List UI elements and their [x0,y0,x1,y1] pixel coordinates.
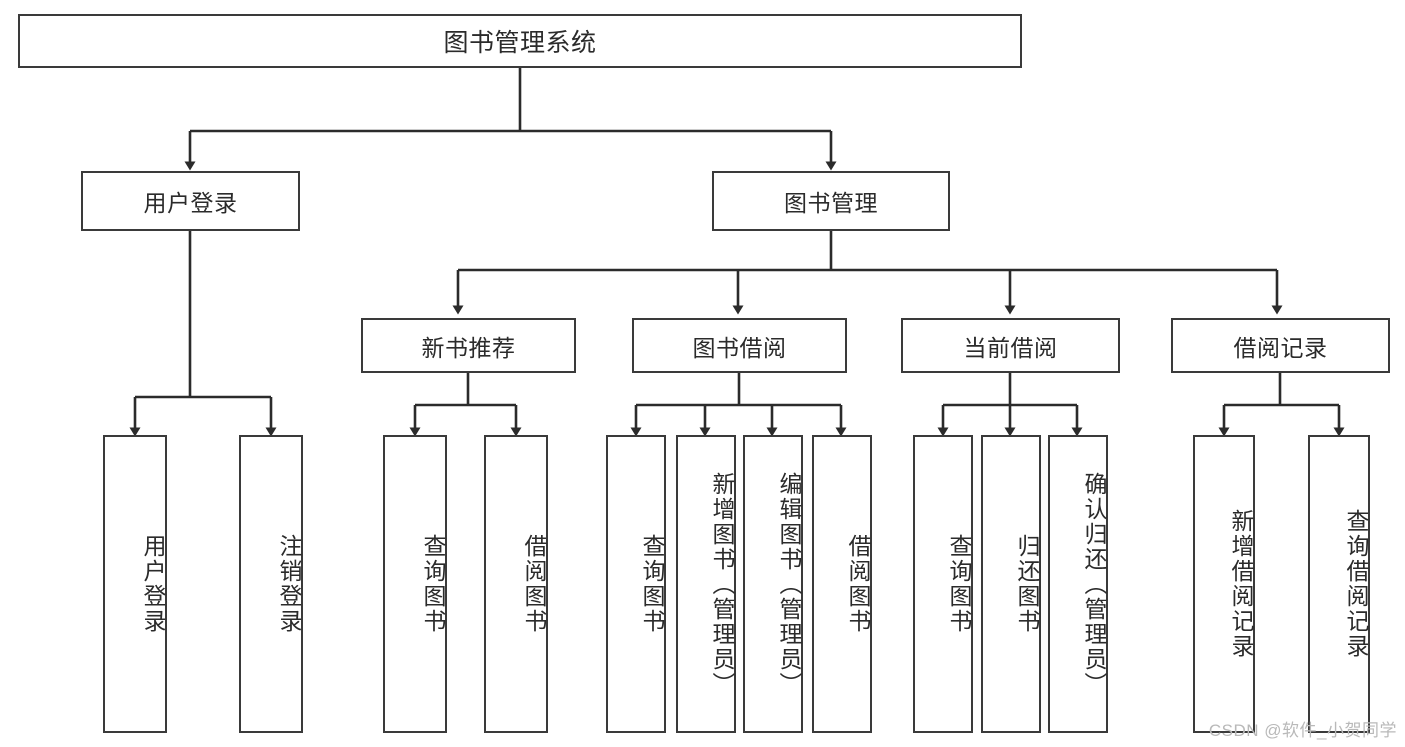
leaf-add-record-label: 新增借阅记录 [1228,509,1254,659]
node-user-login[interactable]: 用户登录 [81,171,300,231]
leaf-add-book[interactable]: 新增图书（管理员） [676,435,736,733]
node-user-login-label: 用户登录 [143,190,238,216]
node-new-book-recommend[interactable]: 新书推荐 [361,318,576,373]
leaf-logout[interactable]: 注销登录 [239,435,303,733]
node-book-borrow[interactable]: 图书借阅 [632,318,847,373]
leaf-logout-label: 注销登录 [276,534,302,634]
node-book-management-label: 图书管理 [784,190,878,216]
leaf-confirm-return-label: 确认归还（管理员） [1081,471,1107,697]
leaf-borrow-book-2[interactable]: 借阅图书 [812,435,872,733]
node-root[interactable]: 图书管理系统 [18,14,1022,68]
node-book-management[interactable]: 图书管理 [712,171,950,231]
leaf-query-book-1-label: 查询图书 [420,534,446,634]
leaf-edit-book-label: 编辑图书（管理员） [776,471,802,697]
leaf-add-record[interactable]: 新增借阅记录 [1193,435,1255,733]
leaf-add-book-label: 新增图书（管理员） [709,471,735,697]
leaf-query-record-label: 查询借阅记录 [1343,509,1369,659]
leaf-user-login[interactable]: 用户登录 [103,435,167,733]
leaf-query-book-1[interactable]: 查询图书 [383,435,447,733]
leaf-return-book-label: 归还图书 [1014,534,1040,634]
node-root-label: 图书管理系统 [443,29,597,57]
leaf-return-book[interactable]: 归还图书 [981,435,1041,733]
leaf-borrow-book-1-label: 借阅图书 [521,534,547,634]
leaf-confirm-return[interactable]: 确认归还（管理员） [1048,435,1108,733]
csdn-watermark: CSDN @软件_小贺同学 [1208,721,1397,740]
node-new-book-recommend-label: 新书推荐 [421,334,516,361]
node-book-borrow-label: 图书借阅 [692,334,787,361]
leaf-query-book-2[interactable]: 查询图书 [606,435,666,733]
leaf-query-book-3-label: 查询图书 [946,534,972,634]
node-current-borrow-label: 当前借阅 [963,334,1058,361]
leaf-user-login-label: 用户登录 [140,534,166,634]
node-borrow-record-label: 借阅记录 [1233,334,1328,361]
leaf-query-book-2-label: 查询图书 [639,534,665,634]
leaf-query-record[interactable]: 查询借阅记录 [1308,435,1370,733]
leaf-query-book-3[interactable]: 查询图书 [913,435,973,733]
leaf-borrow-book-1[interactable]: 借阅图书 [484,435,548,733]
leaf-borrow-book-2-label: 借阅图书 [845,534,871,634]
leaf-edit-book[interactable]: 编辑图书（管理员） [743,435,803,733]
node-borrow-record[interactable]: 借阅记录 [1171,318,1390,373]
node-current-borrow[interactable]: 当前借阅 [901,318,1120,373]
